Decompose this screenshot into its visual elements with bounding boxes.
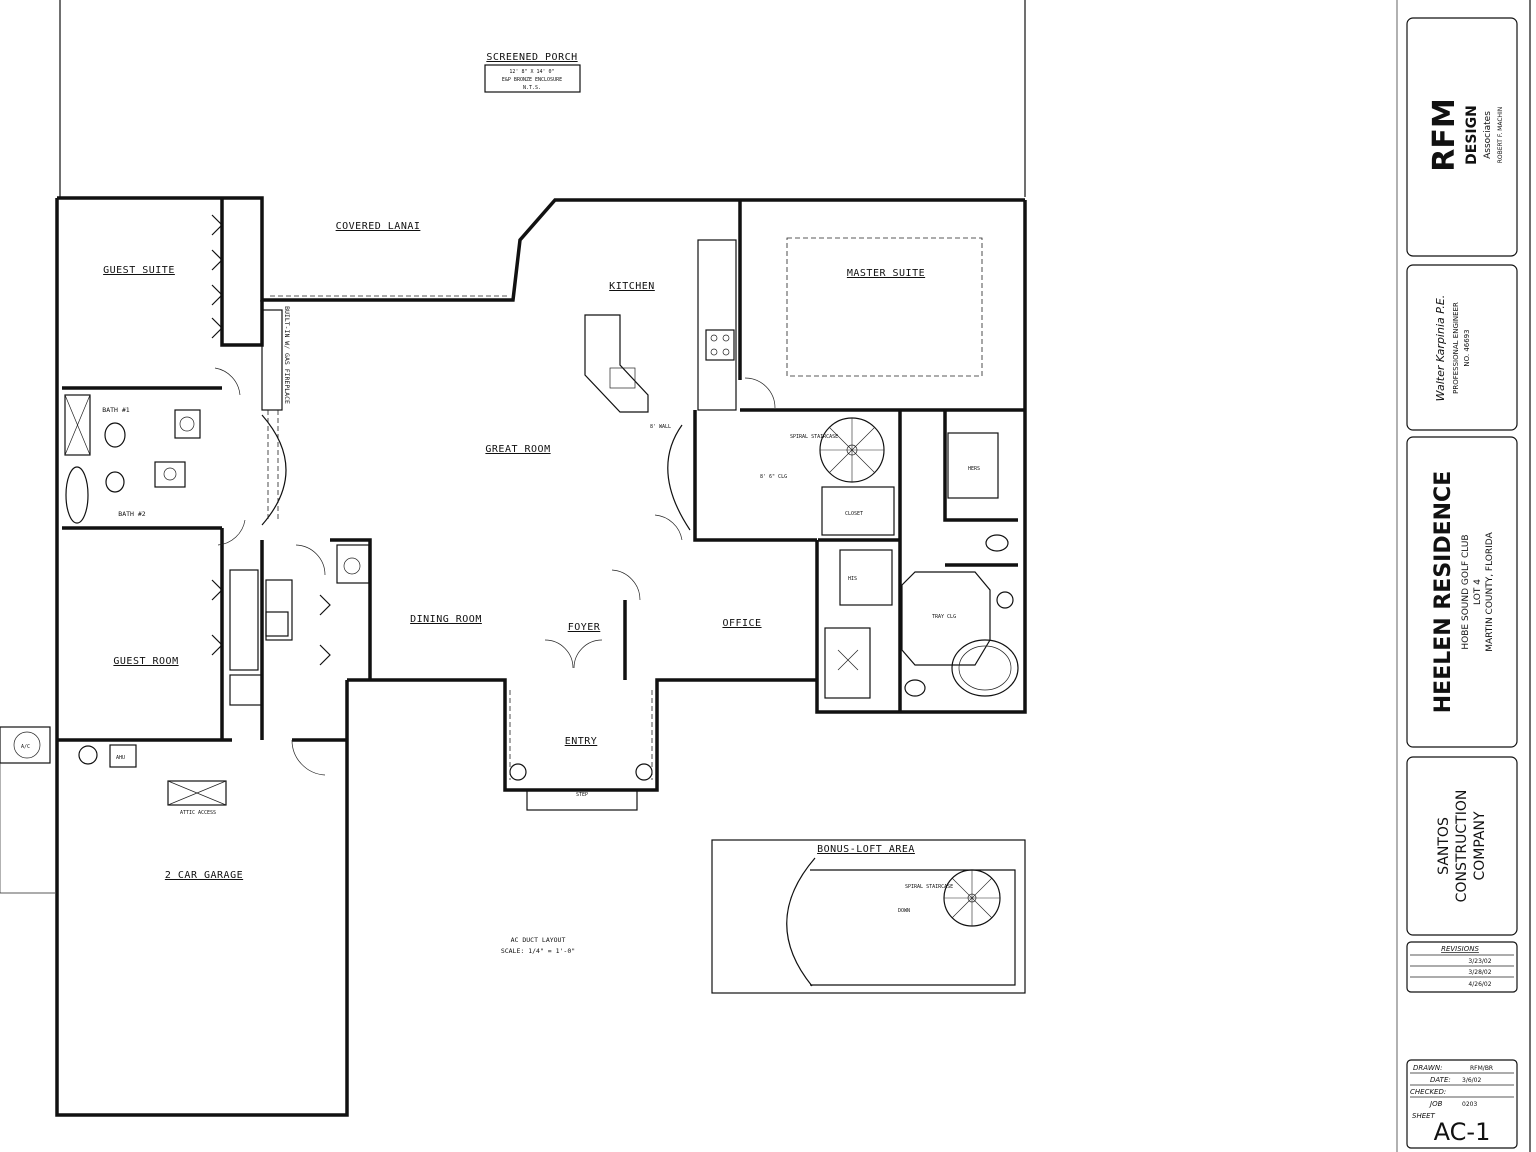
drawn-label: DRAWN: — [1413, 1064, 1442, 1072]
porch-nts: N.T.S. — [523, 85, 541, 91]
office-label: OFFICE — [722, 618, 761, 629]
sheet-label: SHEET — [1412, 1112, 1436, 1120]
checked-label: CHECKED: — [1410, 1088, 1446, 1096]
bath-2-label: BATH #2 — [118, 510, 145, 518]
garage-label: 2 CAR GARAGE — [165, 870, 243, 881]
title-block: RFM DESIGN Associates ROBERT F. MACHIN W… — [1396, 0, 1531, 1152]
hers-closet: HERS — [968, 466, 980, 472]
foyer-label: FOYER — [568, 622, 601, 633]
sheet-number: AC-1 — [1434, 1118, 1491, 1146]
entry-label: ENTRY — [565, 736, 598, 747]
date-label: DATE: — [1430, 1076, 1451, 1084]
bonus-loft: BONUS-LOFT AREA SPIRAL STAIRCASE DOWN — [711, 839, 1026, 994]
porch-size: 12' 8" X 14' 0" — [509, 69, 554, 75]
drawn-value: RFM/BR — [1470, 1065, 1493, 1072]
kitchen-label: KITCHEN — [609, 281, 655, 292]
job-value: 0203 — [1462, 1101, 1477, 1108]
wall-note: 8' WALL — [650, 424, 671, 430]
great-room-label: GREAT ROOM — [485, 444, 550, 455]
screened-porch: SCREENED PORCH 12' 8" X 14' 0" E&P BRONZ… — [59, 0, 1026, 197]
porch-enclosure: E&P BRONZE ENCLOSURE — [502, 77, 562, 83]
screened-porch-label: SCREENED PORCH — [486, 52, 577, 63]
spiral-label: SPIRAL STAIRCASE — [790, 434, 838, 440]
revision-3: 4/26/02 — [1468, 981, 1491, 988]
project-title: HEELEN RESIDENCE — [1431, 471, 1456, 713]
exterior-walls — [55, 196, 1027, 1117]
builder-line3: COMPANY — [1472, 811, 1488, 880]
engineer-number: NO. 46693 — [1463, 329, 1471, 366]
firm-logo: RFM — [1427, 98, 1462, 171]
bath-1-label: BATH #1 — [102, 406, 129, 414]
scale-label: SCALE: 1/4" = 1'-0" — [501, 947, 575, 955]
firm-sub: Associates — [1483, 111, 1493, 159]
ahu-label: AHU — [116, 755, 125, 761]
guest-room-label: GUEST ROOM — [113, 656, 178, 667]
his-closet: HIS — [848, 576, 857, 582]
step-label: STEP — [576, 792, 588, 798]
project-line2: LOT 4 — [1473, 579, 1483, 605]
fireplace-label: BUILT-IN W/ GAS FIREPLACE — [283, 306, 291, 404]
master-suite-label: MASTER SUITE — [847, 268, 925, 279]
project-line3: MARTIN COUNTY, FLORIDA — [1485, 531, 1495, 651]
revision-1: 3/23/02 — [1468, 958, 1491, 965]
ac-label: A/C — [21, 744, 30, 750]
project-line1: HOBE SOUND GOLF CLUB — [1461, 534, 1471, 649]
job-label: JOB — [1428, 1100, 1443, 1108]
duct-layout-label: AC DUCT LAYOUT — [511, 936, 566, 944]
revisions-header: REVISIONS — [1441, 945, 1479, 953]
guest-suite-label: GUEST SUITE — [103, 265, 175, 276]
dining-room-label: DINING ROOM — [410, 614, 482, 625]
room-labels: COVERED LANAI GUEST SUITE KITCHEN MASTER… — [102, 221, 925, 955]
builder-line2: CONSTRUCTION — [1454, 790, 1470, 903]
loft-spiral-label: SPIRAL STAIRCASE — [905, 884, 953, 890]
designer-name: ROBERT F. MACHIN — [1497, 107, 1504, 164]
loft-down-label: DOWN — [898, 908, 910, 914]
bonus-loft-label: BONUS-LOFT AREA — [817, 844, 915, 855]
revision-2: 3/28/02 — [1468, 969, 1491, 976]
date-value: 3/6/02 — [1462, 1077, 1481, 1084]
ceiling-note: 8' 6" CLG — [760, 474, 787, 480]
builder-line1: SANTOS — [1436, 817, 1452, 875]
covered-lanai-label: COVERED LANAI — [336, 221, 421, 232]
engineer-signature: Walter Karpinia P.E. — [1434, 295, 1447, 402]
attic-access-label: ATTIC ACCESS — [180, 810, 216, 816]
closet-label: CLOSET — [845, 511, 863, 517]
engineer-title: PROFESSIONAL ENGINEER — [1452, 302, 1460, 394]
interior-details: 8' WALL — [0, 214, 1019, 894]
tray-ceiling: TRAY CLG — [932, 614, 956, 620]
firm-name: DESIGN — [1464, 105, 1480, 165]
